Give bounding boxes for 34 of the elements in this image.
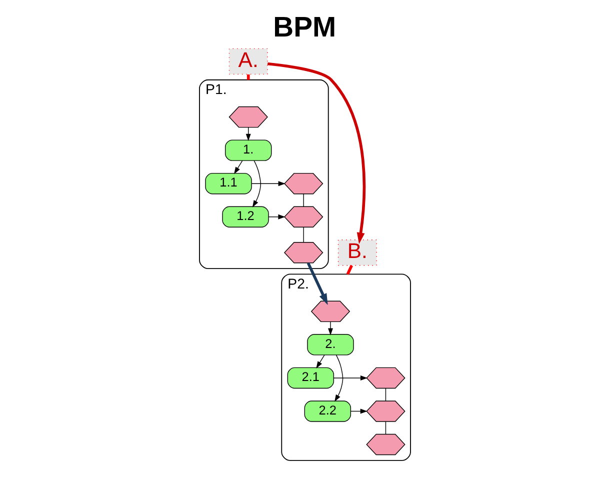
node-box: 2.1 xyxy=(286,366,334,388)
node-box: 1.2 xyxy=(222,206,268,227)
node-box: 1. xyxy=(224,139,272,160)
node-hexagon xyxy=(366,366,405,388)
arrow xyxy=(250,180,285,186)
connector xyxy=(384,420,386,434)
diagram-title: BPM xyxy=(272,11,336,44)
node-hexagon xyxy=(228,106,268,128)
node-box: 2. xyxy=(306,334,354,355)
arrow xyxy=(252,160,260,207)
arrow xyxy=(233,160,242,174)
node-hexagon xyxy=(283,242,323,263)
node-box: 1.1 xyxy=(204,172,252,194)
node-box: 2.2 xyxy=(304,400,351,422)
node-hexagon xyxy=(366,400,405,422)
arrow xyxy=(266,62,366,244)
node-box: B. xyxy=(337,239,376,266)
connector xyxy=(302,193,304,206)
node-hexagon xyxy=(366,433,405,455)
arrow xyxy=(334,354,343,402)
arrow xyxy=(350,408,367,414)
node-hexagon xyxy=(310,300,350,322)
connector xyxy=(246,74,250,80)
arrow xyxy=(328,321,332,335)
arrow xyxy=(268,214,285,219)
node-box: A. xyxy=(228,48,268,74)
connector xyxy=(384,388,386,401)
connector xyxy=(302,226,304,242)
node-hexagon xyxy=(283,172,323,194)
arrow xyxy=(332,374,368,380)
connector xyxy=(346,264,352,274)
arrow xyxy=(306,262,328,304)
arrow xyxy=(316,354,324,368)
node-hexagon xyxy=(283,206,323,227)
